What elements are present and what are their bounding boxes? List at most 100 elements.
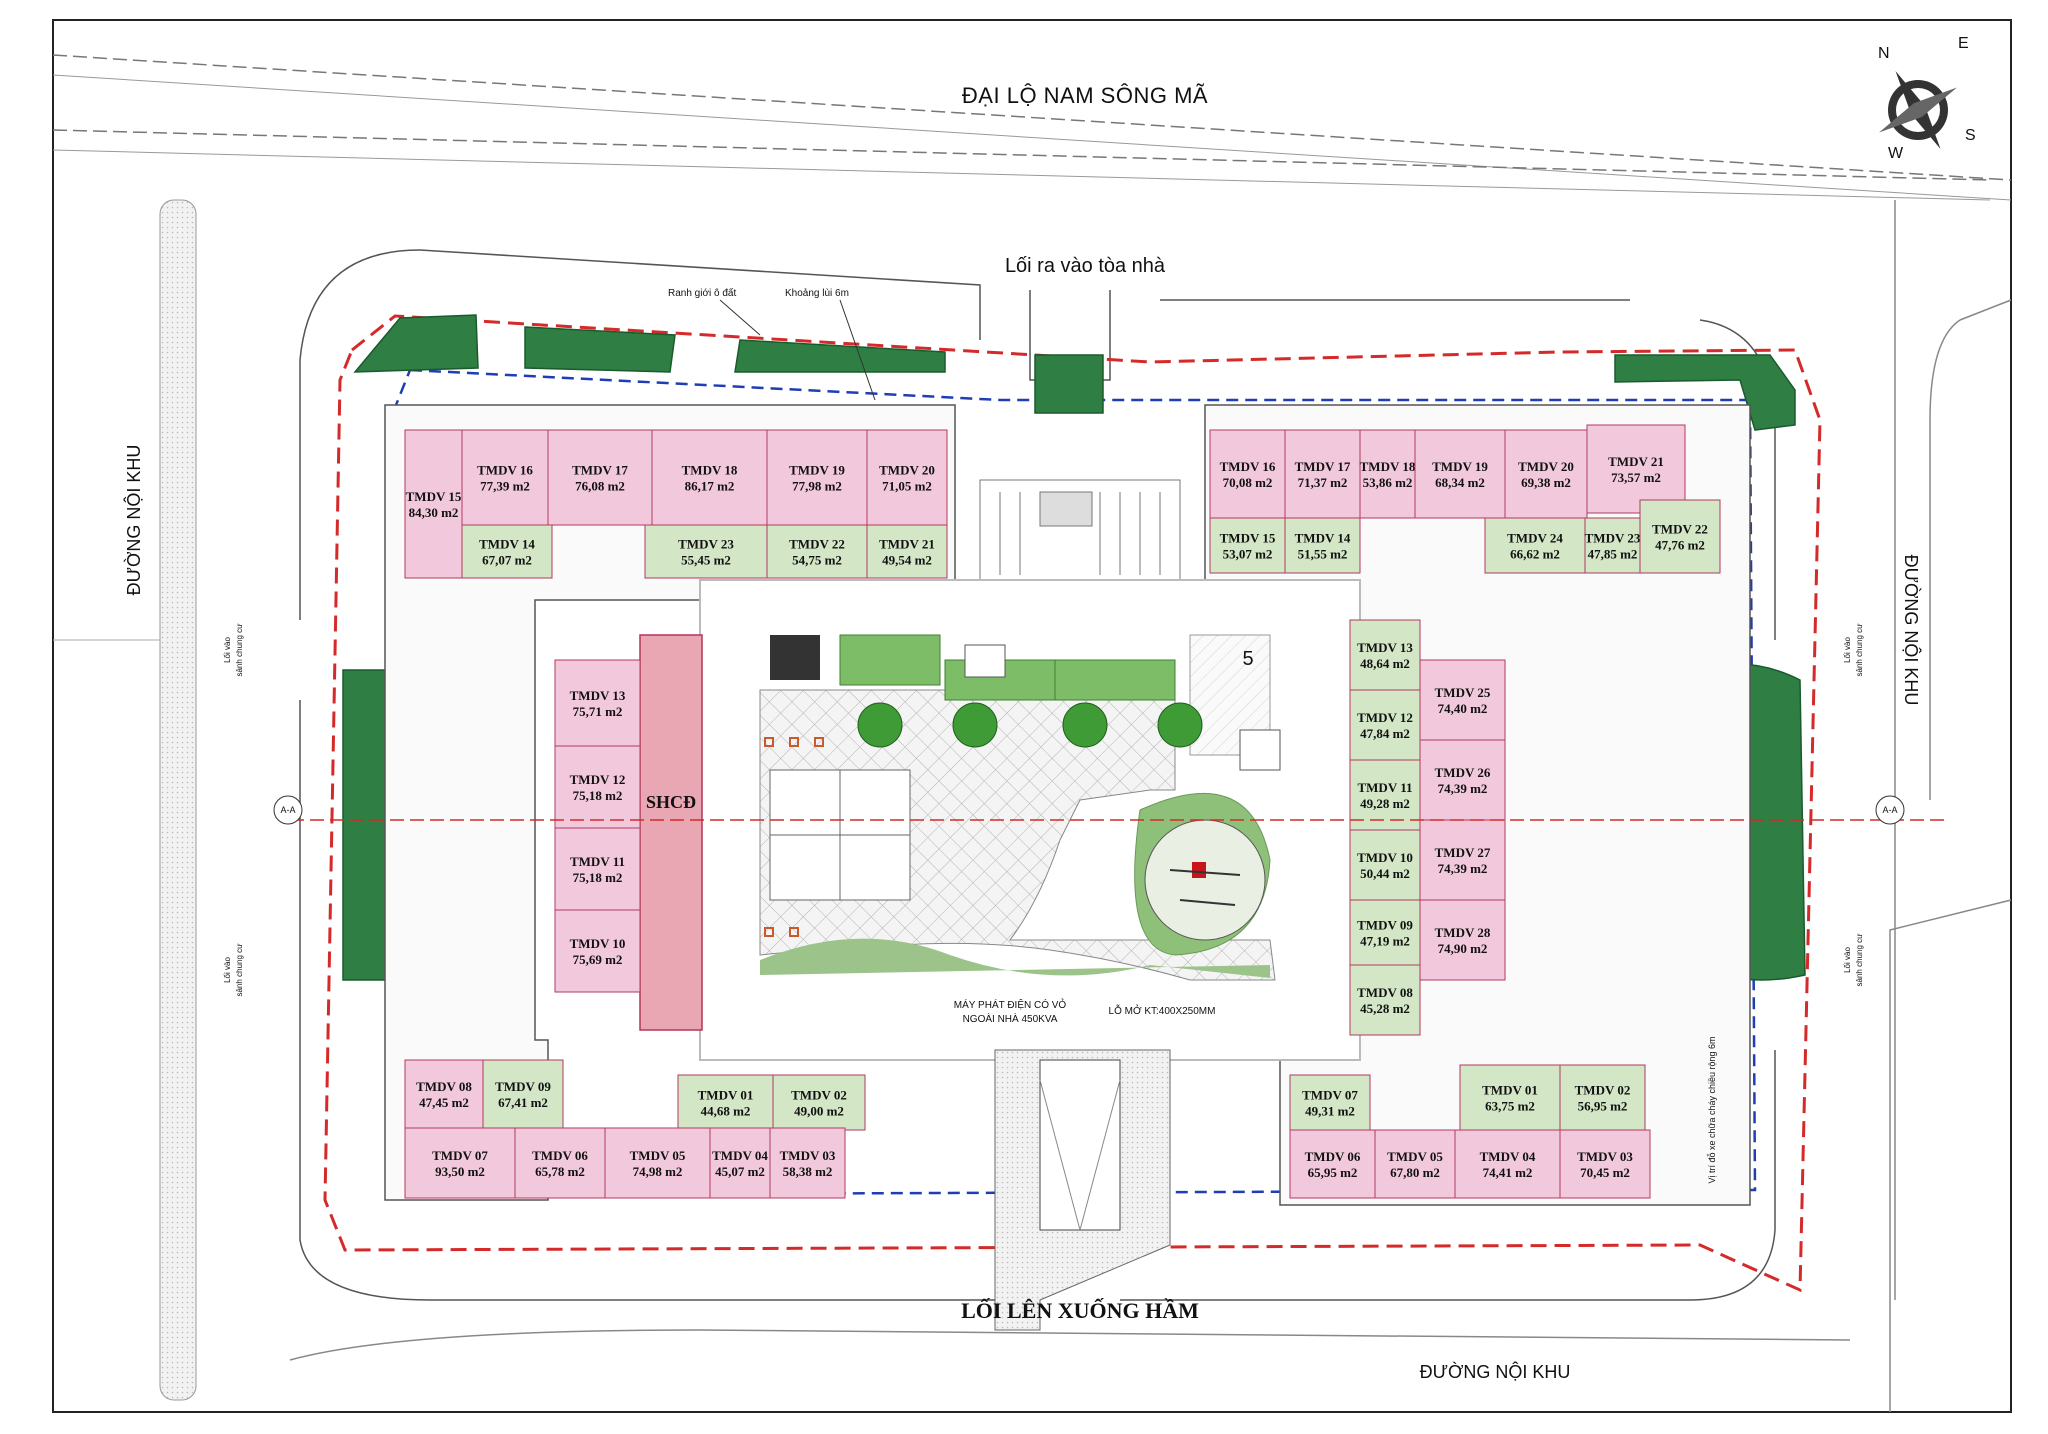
- west-road: [53, 199, 197, 1401]
- shcd-label: SHCĐ: [646, 792, 696, 812]
- unit-area: 53,07 m2: [1223, 547, 1273, 562]
- unit-name: TMDV 21: [879, 537, 935, 552]
- unit-fill: [404, 1059, 484, 1129]
- unit-name: TMDV 16: [1220, 459, 1276, 474]
- section-marker-east: A-A: [1875, 795, 1905, 825]
- unit-area: 67,41 m2: [498, 1095, 548, 1110]
- fire-lane-label: Vị trí đỗ xe chữa cháy chiều rộng 6m: [1707, 1036, 1717, 1183]
- unit-area: 74,41 m2: [1483, 1165, 1533, 1180]
- unit-name: TMDV 22: [789, 537, 845, 552]
- north-road: [52, 54, 2012, 201]
- unit-name: TMDV 05: [1387, 1149, 1443, 1164]
- unit-fill: [1349, 899, 1421, 966]
- east-road: [1889, 200, 2012, 1412]
- unit-fill: [547, 429, 653, 526]
- unit-name: TMDV 13: [1357, 640, 1413, 655]
- unit-name: TMDV 08: [416, 1079, 472, 1094]
- unit-name: TMDV 12: [1357, 710, 1413, 725]
- unit-name: TMDV 11: [1357, 780, 1412, 795]
- unit-fill: [554, 909, 641, 993]
- unit-name: TMDV 08: [1357, 985, 1413, 1000]
- generator-label-1: MÁY PHÁT ĐIỆN CÓ VỎ: [954, 998, 1067, 1011]
- unit-fill: [709, 1127, 771, 1199]
- compass-rose: [1879, 71, 1957, 149]
- unit-name: TMDV 04: [712, 1148, 768, 1163]
- unit-name: TMDV 19: [1432, 459, 1488, 474]
- lobby-label-west-2: Lối vào sảnh chung cư: [223, 943, 244, 997]
- courtyard: [759, 634, 1281, 981]
- unit-fill: [866, 524, 948, 579]
- basement-ramp-label: LỐI LÊN XUỐNG HẦM: [961, 1298, 1199, 1323]
- unit-area: 49,54 m2: [882, 553, 932, 568]
- site-boundary: [323, 314, 1822, 1293]
- unit-area: 56,95 m2: [1578, 1099, 1628, 1114]
- road-south-label: ĐƯỜNG NỘI KHU: [1420, 1361, 1571, 1382]
- unit-area: 49,28 m2: [1360, 796, 1410, 811]
- unit-fill: [1484, 517, 1586, 574]
- unit-fill: [1359, 429, 1416, 519]
- unit-area: 74,90 m2: [1438, 941, 1488, 956]
- south-road: [289, 1329, 1851, 1361]
- unit-fill: [1349, 964, 1421, 1036]
- unit-area: 69,38 m2: [1521, 475, 1571, 490]
- svg-text:Lối vào: Lối vào: [1843, 947, 1852, 973]
- boundary-label: Ranh giới ô đất: [668, 287, 736, 299]
- unit-fill: [1209, 429, 1286, 519]
- road-west-label: ĐƯỜNG NỘI KHU: [123, 445, 144, 596]
- svg-text:Lối vào: Lối vào: [223, 957, 232, 983]
- unit-name: TMDV 16: [477, 463, 533, 478]
- unit-fill: [1349, 759, 1421, 831]
- unit-area: 93,50 m2: [435, 1164, 485, 1179]
- compass-s: S: [1965, 127, 1976, 144]
- unit-name: TMDV 02: [791, 1088, 847, 1103]
- lobby-label-west-1: Lối vào sảnh chung cư: [223, 623, 244, 677]
- unit-area: 51,55 m2: [1298, 547, 1348, 562]
- unit-fill: [1284, 517, 1361, 574]
- unit-name: TMDV 11: [570, 854, 625, 869]
- svg-text:A-A: A-A: [280, 805, 295, 815]
- unit-area: 47,84 m2: [1360, 726, 1410, 741]
- unit-name: TMDV 23: [1585, 531, 1641, 546]
- generator-label-2: NGOÀI NHÀ 450KVA: [963, 1012, 1058, 1025]
- unit-name: TMDV 06: [1305, 1149, 1361, 1164]
- unit-area: 76,08 m2: [575, 479, 625, 494]
- unit-name: TMDV 10: [1357, 850, 1413, 865]
- unit-name: TMDV 17: [572, 463, 628, 478]
- unit-name: TMDV 15: [406, 489, 462, 504]
- unit-area: 68,34 m2: [1435, 475, 1485, 490]
- unit-fill: [1454, 1129, 1561, 1199]
- unit-name: TMDV 25: [1435, 685, 1491, 700]
- unit-area: 70,45 m2: [1580, 1165, 1630, 1180]
- unit-fill: [1349, 689, 1421, 761]
- unit-fill: [1584, 517, 1641, 574]
- unit-area: 49,31 m2: [1305, 1104, 1355, 1119]
- unit-name: TMDV 05: [630, 1148, 686, 1163]
- unit-area: 45,28 m2: [1360, 1001, 1410, 1016]
- section-marker-west: A-A: [273, 795, 303, 825]
- unit-area: 71,05 m2: [882, 479, 932, 494]
- area-number-label: 5: [1242, 648, 1253, 670]
